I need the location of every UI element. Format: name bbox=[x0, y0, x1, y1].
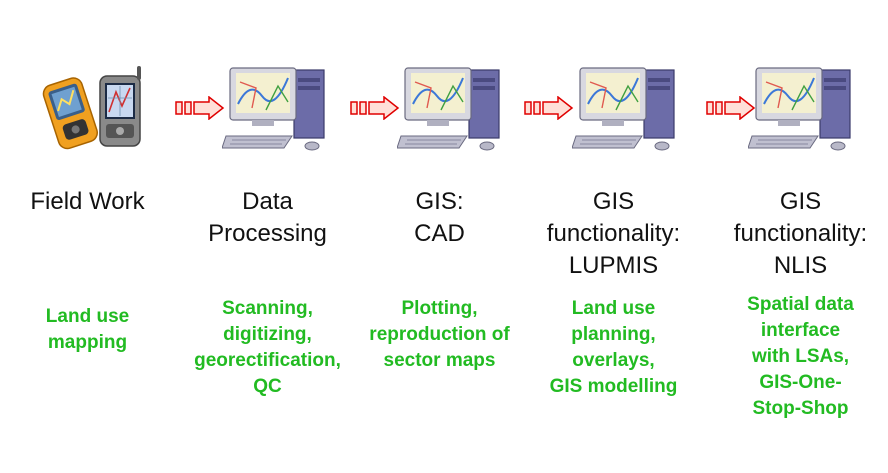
step-description: Land use mapping bbox=[45, 306, 130, 353]
desktop-computer-icon bbox=[572, 67, 675, 151]
step-title: GIS: CAD bbox=[414, 188, 465, 247]
step-description: Spatial data interface with LSAs, GIS-On… bbox=[747, 294, 854, 419]
gps-handheld-devices-icon bbox=[42, 66, 141, 150]
arrow-right-icon bbox=[350, 96, 400, 120]
desktop-computer-icon bbox=[748, 67, 851, 151]
step-title: Data Processing bbox=[208, 188, 327, 247]
arrow-right-icon bbox=[706, 96, 756, 120]
step-description: Scanning, digitizing, georectification, … bbox=[194, 298, 341, 397]
arrow-right-icon bbox=[524, 96, 574, 120]
step-title: GIS functionality: LUPMIS bbox=[546, 188, 681, 279]
desktop-computer-icon bbox=[222, 67, 325, 151]
desktop-computer-icon bbox=[397, 67, 500, 151]
step-description: Land use planning, overlays, GIS modelli… bbox=[549, 298, 678, 397]
step-description: Plotting, reproduction of sector maps bbox=[369, 298, 510, 371]
step-title: Field Work bbox=[30, 188, 145, 215]
step-title: GIS functionality: NLIS bbox=[733, 188, 868, 279]
arrow-right-icon bbox=[175, 96, 225, 120]
